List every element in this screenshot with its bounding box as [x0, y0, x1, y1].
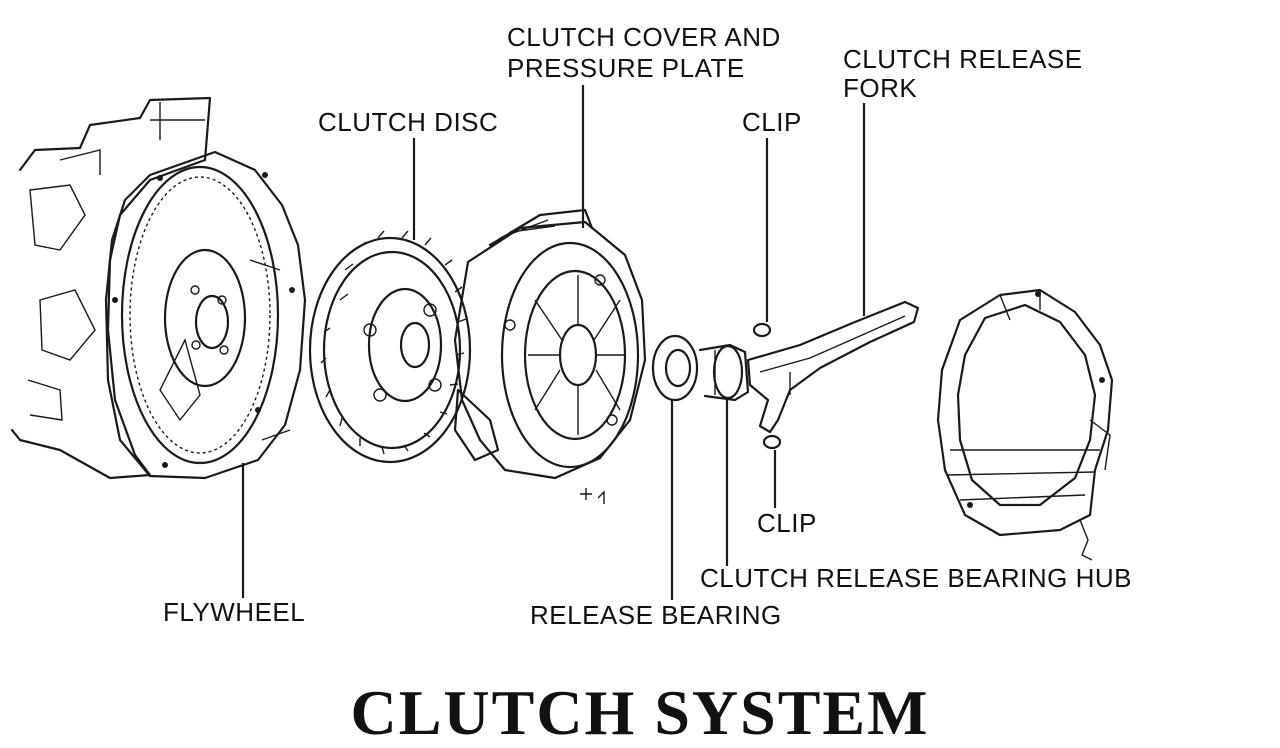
release-fork-label-line2: FORK [843, 73, 918, 103]
flywheel-assembly [104, 150, 307, 480]
pressure-plate-label: PRESSURE PLATE [507, 53, 745, 83]
engine-block [10, 96, 212, 480]
clutch-cover-pressure-plate [453, 208, 647, 504]
clip-top-label: CLIP [742, 107, 802, 137]
release-fork-label-line1: CLUTCH RELEASE [843, 44, 1083, 74]
clip-bottom-label: CLIP [757, 508, 817, 538]
release-bearing-label: RELEASE BEARING [530, 600, 782, 630]
clutch-exploded-diagram [10, 85, 1114, 600]
release-fork [746, 300, 920, 450]
clutch-cover-label: CLUTCH COVER AND [507, 22, 781, 52]
page-title: CLUTCH SYSTEM [350, 677, 930, 748]
flywheel-label: FLYWHEEL [163, 597, 306, 627]
bearing-hub-label: CLUTCH RELEASE BEARING HUB [700, 563, 1132, 593]
clutch-disc-label: CLUTCH DISC [318, 107, 499, 137]
release-bearing-parts [651, 334, 750, 402]
leader-lines [241, 85, 866, 600]
clutch-disc [308, 230, 472, 464]
bell-housing [936, 288, 1114, 561]
